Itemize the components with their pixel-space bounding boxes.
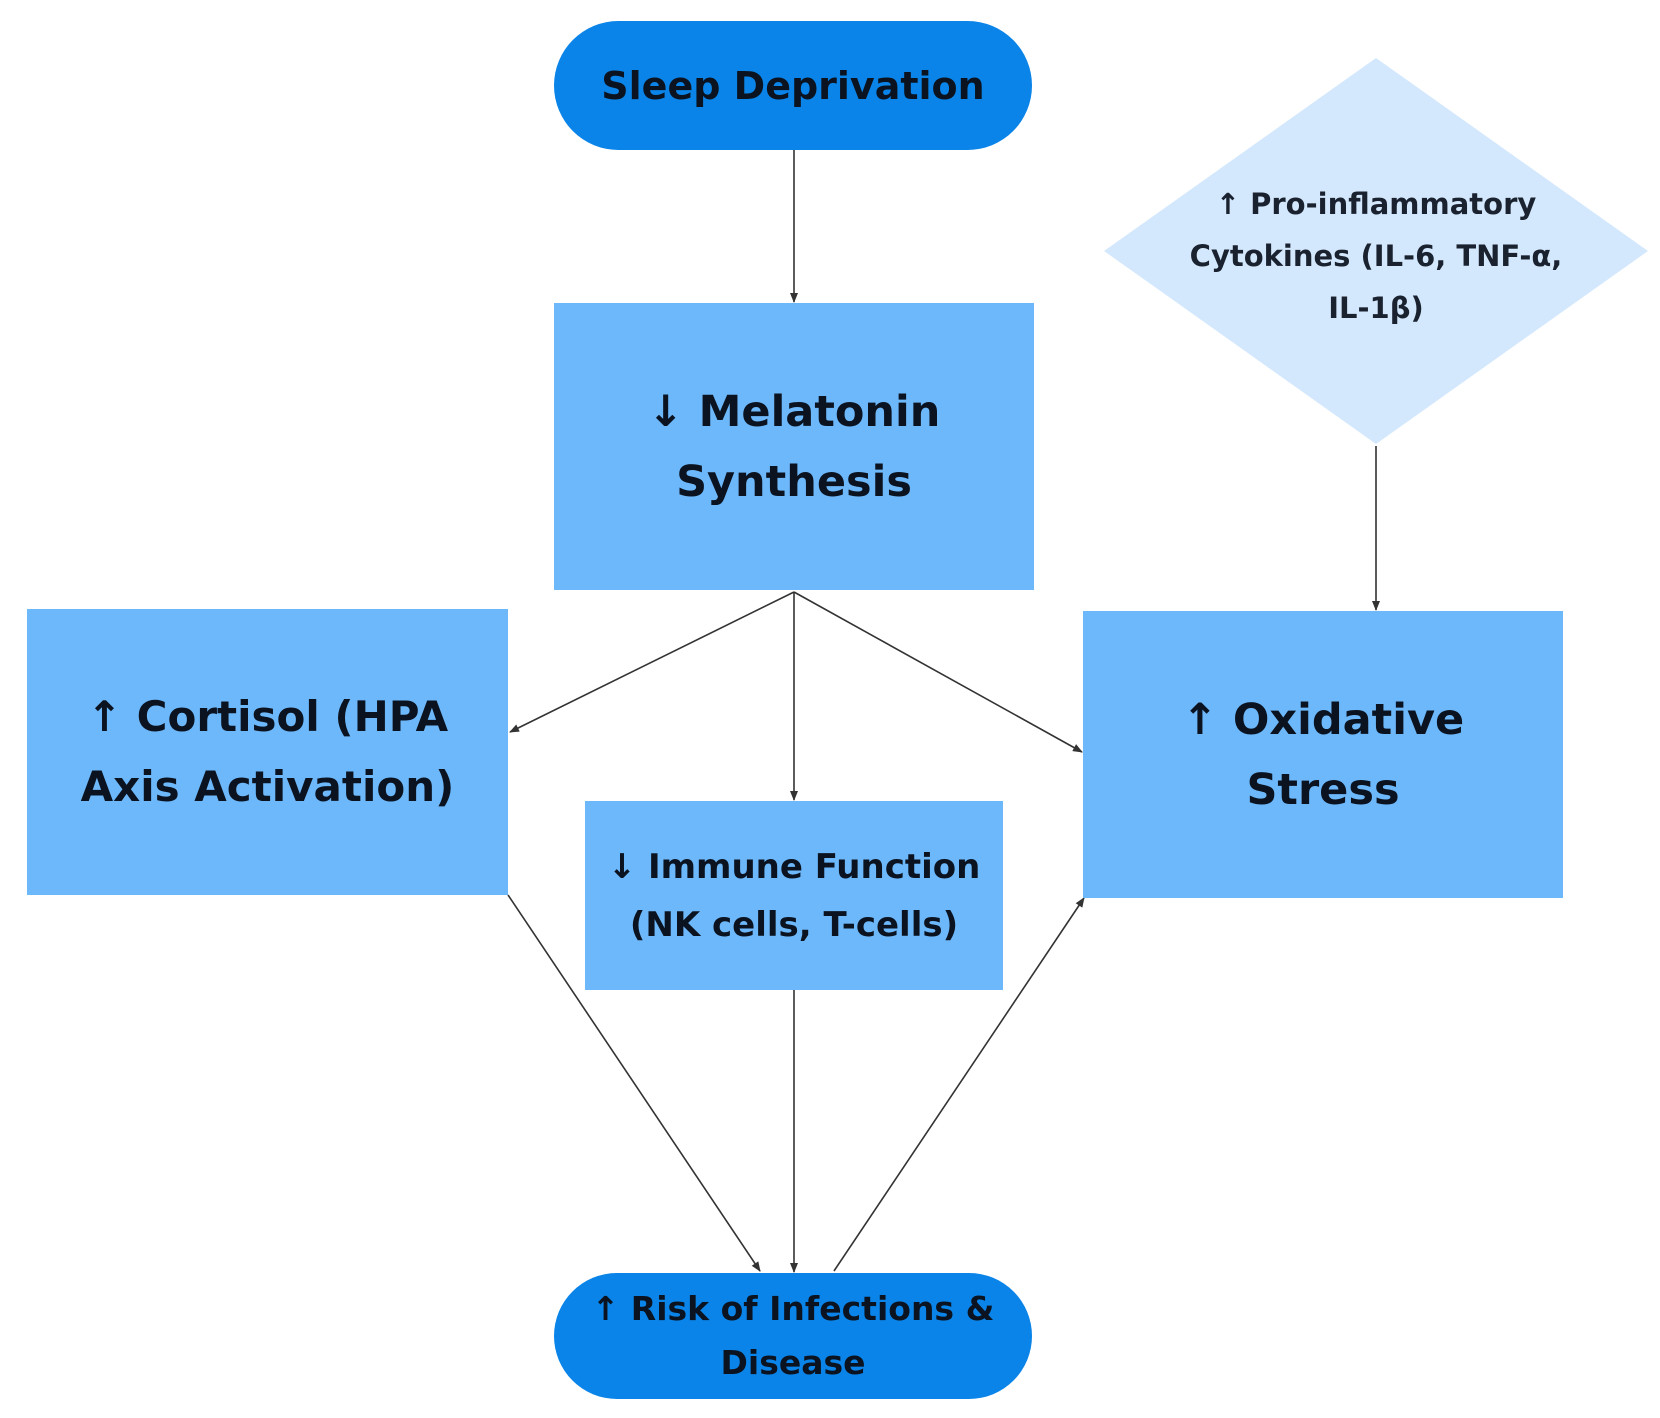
edge-risk-to-oxidative [833,897,1085,1272]
edge-melatonin-to-cortisol [509,591,795,733]
edge-melatonin-to-oxidative [793,591,1083,753]
melatonin-synthesis-node: ↓ Melatonin Synthesis [554,303,1034,590]
immune-function-node: ↓ Immune Function (NK cells, T-cells) [585,801,1003,990]
pro-inflammatory-cytokines-label: ↑ Pro-inflammatory Cytokines (IL-6, TNF-… [1189,187,1563,325]
pro-inflammatory-cytokines-node: ↑ Pro-inflammatory Cytokines (IL-6, TNF-… [1104,58,1648,444]
risk-of-infections-node: ↑ Risk of Infections & Disease [554,1273,1032,1399]
sleep-deprivation-node: Sleep Deprivation [554,21,1032,150]
cortisol-node: ↑ Cortisol (HPA Axis Activation) [27,609,508,895]
oxidative-stress-label: ↑ Oxidative Stress [1181,694,1465,815]
sleep-deprivation-label: Sleep Deprivation [601,63,985,108]
immune-function-label: ↓ Immune Function (NK cells, T-cells) [607,846,981,945]
oxidative-stress-node: ↑ Oxidative Stress [1083,611,1563,898]
edge-cortisol-to-risk [507,894,761,1272]
melatonin-synthesis-label: ↓ Melatonin Synthesis [647,386,941,507]
cortisol-label: ↑ Cortisol (HPA Axis Activation) [80,692,455,811]
risk-of-infections-label: ↑ Risk of Infections & Disease [591,1289,995,1382]
